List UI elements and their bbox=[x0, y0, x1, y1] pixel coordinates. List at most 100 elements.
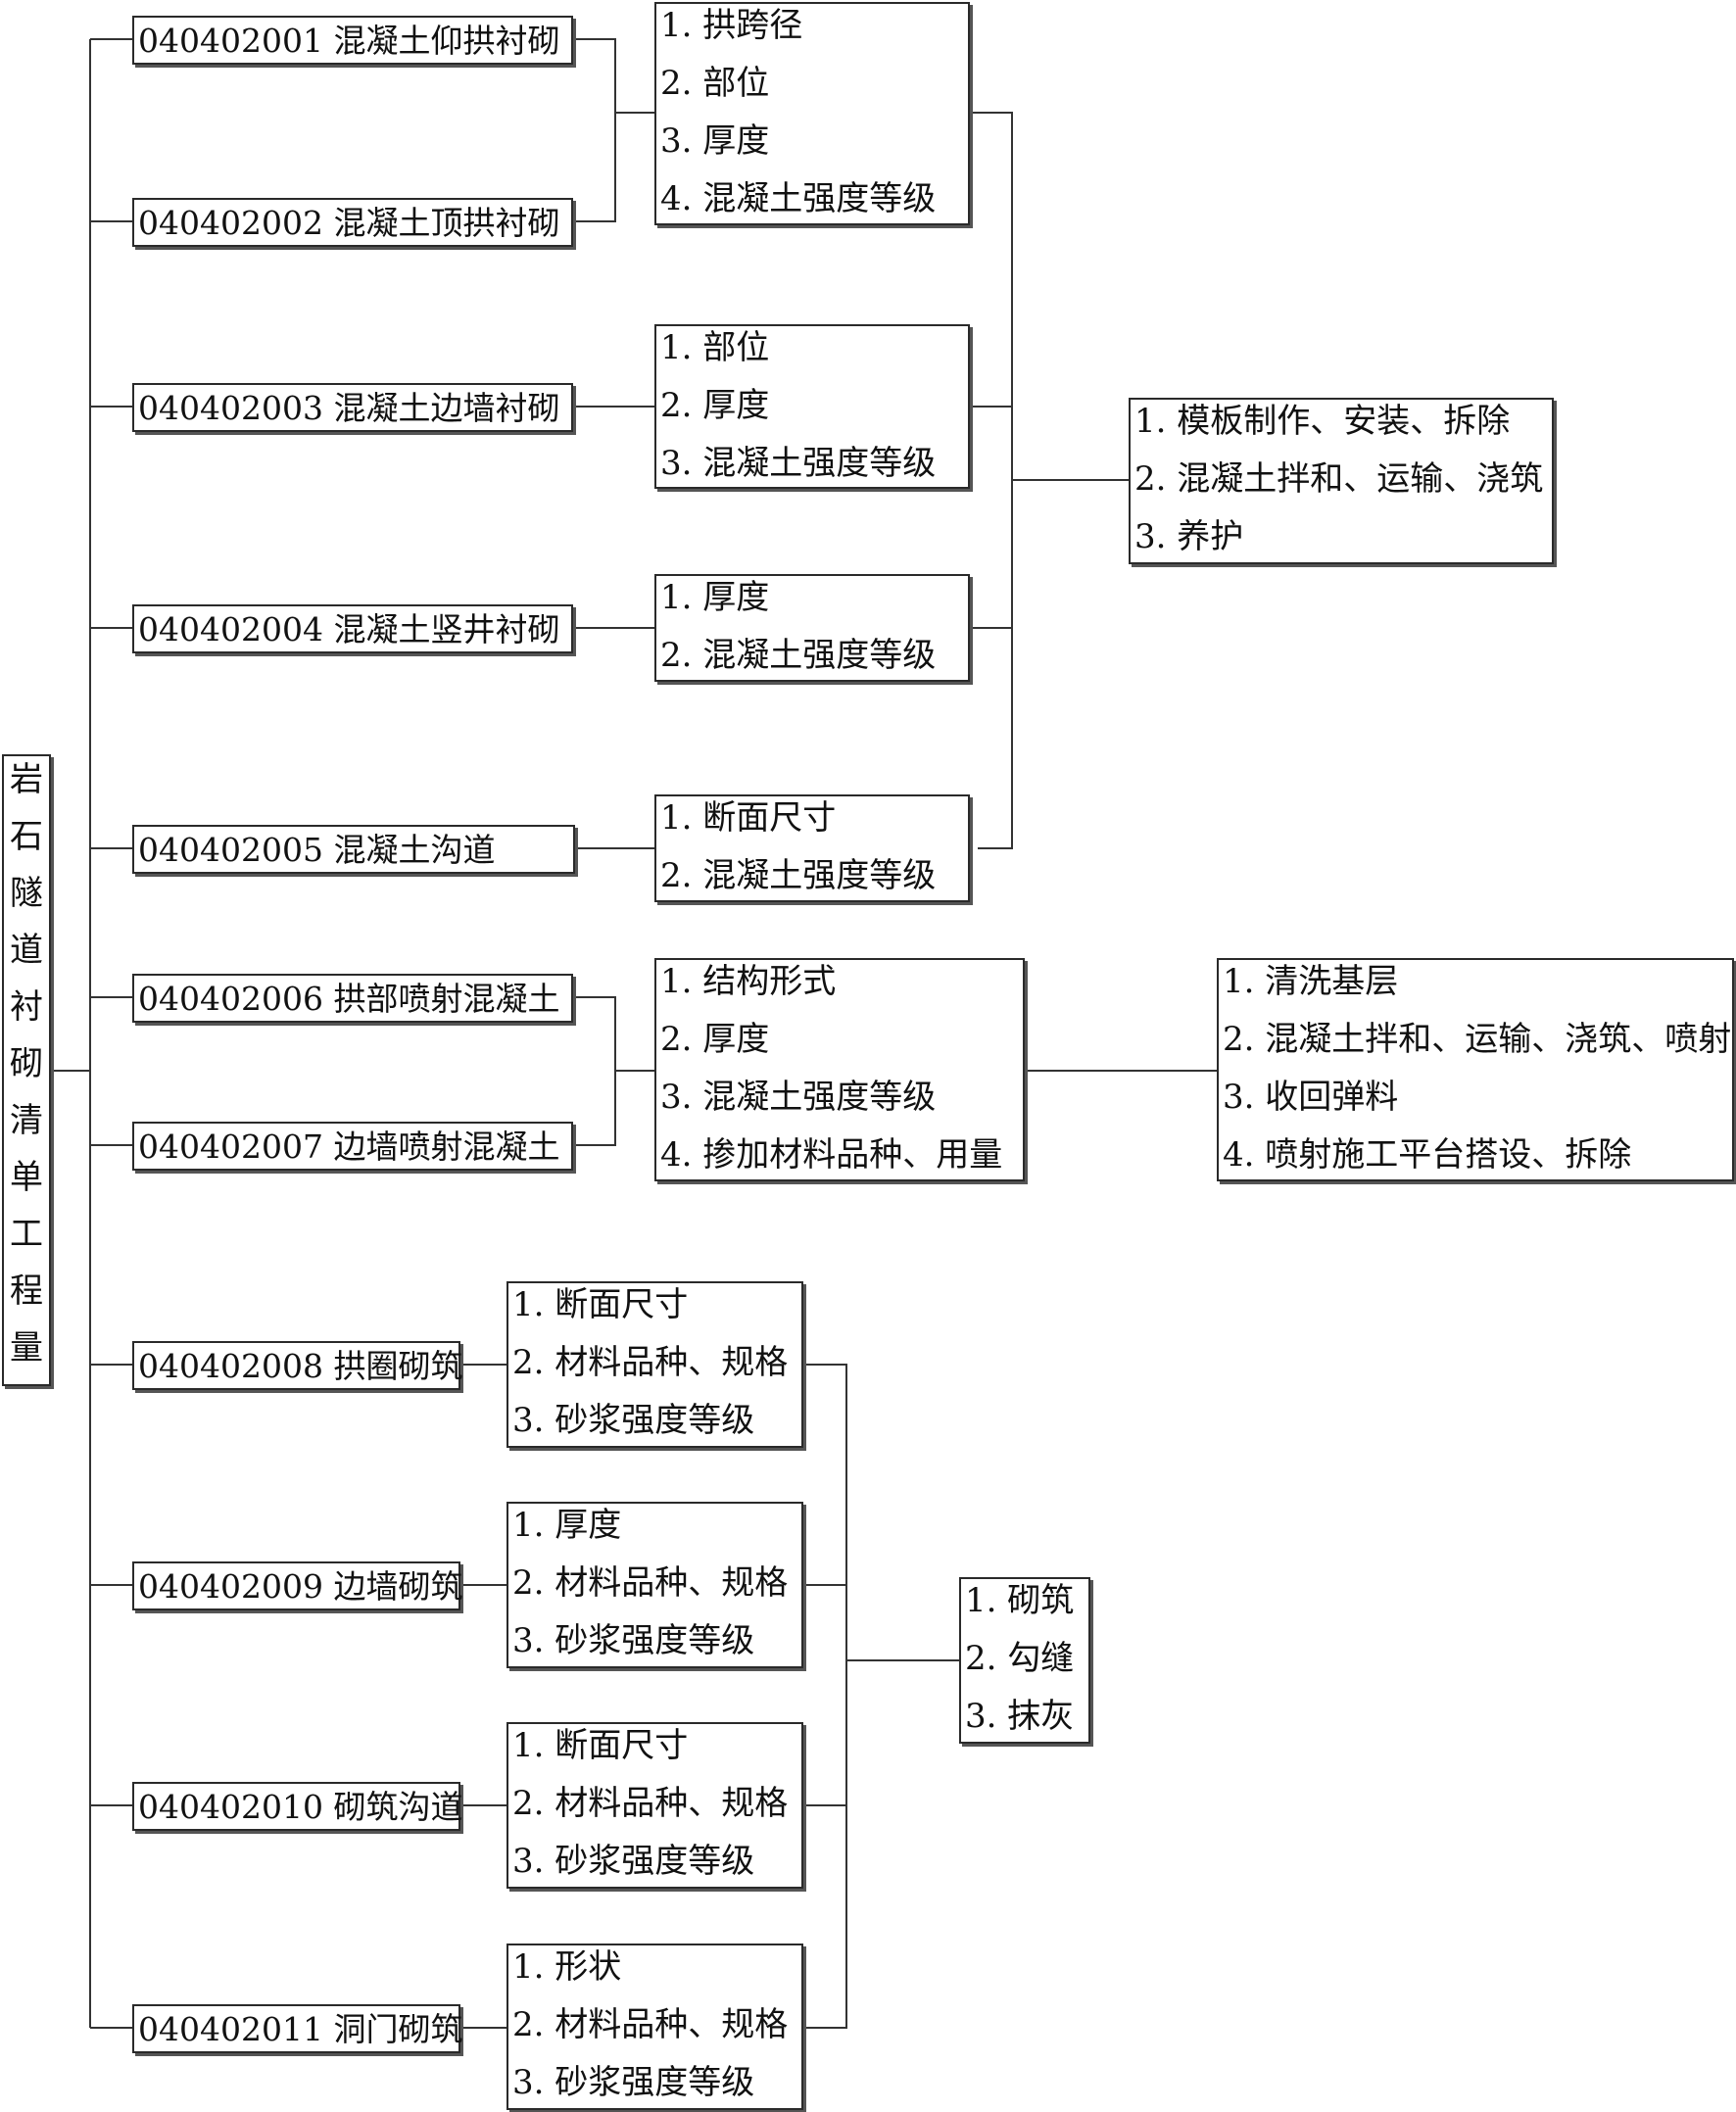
item-name: 边墙喷射混凝土 bbox=[333, 1128, 560, 1166]
item-box-040402001: 040402001 混凝土仰拱衬砌 bbox=[132, 16, 573, 65]
connector-items-6-7 bbox=[573, 996, 1217, 1146]
item-code: 040402011 bbox=[138, 2010, 323, 2048]
item-box-040402003: 040402003 混凝土边墙衬砌 bbox=[132, 383, 573, 432]
feature-line: 2. 材料品种、规格 bbox=[512, 1343, 789, 1382]
feature-line: 1. 拱跨径 bbox=[660, 6, 803, 45]
feature-line: 3. 砂浆强度等级 bbox=[512, 1621, 755, 1660]
feature-line: 3. 混凝土强度等级 bbox=[660, 1078, 937, 1117]
feature-line: 1. 形状 bbox=[512, 1947, 622, 1987]
root-title-char: 隧 bbox=[10, 874, 43, 913]
feature-line: 4. 混凝土强度等级 bbox=[660, 179, 937, 218]
feature-line: 1. 结构形式 bbox=[660, 962, 837, 1001]
item-code: 040402008 bbox=[138, 1347, 323, 1385]
root-title-char: 程 bbox=[10, 1272, 43, 1311]
feature-line: 2. 厚度 bbox=[660, 1020, 770, 1059]
features-box-1: 1. 拱跨径 2. 部位 3. 厚度 4. 混凝土强度等级 bbox=[654, 2, 970, 225]
item-code: 040402004 bbox=[138, 610, 323, 648]
work-line: 2. 勾缝 bbox=[965, 1639, 1075, 1678]
item-box-040402006: 040402006 拱部喷射混凝土 bbox=[132, 974, 573, 1023]
root-title-box: 岩 石 隧 道 衬 砌 清 单 工 程 量 bbox=[2, 754, 51, 1386]
item-code: 040402006 bbox=[138, 980, 323, 1018]
work-line: 3. 收回弹料 bbox=[1223, 1078, 1399, 1117]
work-line: 2. 混凝土拌和、运输、浇筑、喷射 bbox=[1223, 1020, 1732, 1059]
connector-items-3-5 bbox=[573, 406, 654, 849]
item-name: 混凝土沟道 bbox=[333, 831, 496, 869]
item-code: 040402001 bbox=[138, 22, 323, 60]
work-line: 1. 模板制作、安装、拆除 bbox=[1134, 402, 1511, 441]
item-box-040402005: 040402005 混凝土沟道 bbox=[132, 825, 575, 874]
feature-line: 2. 厚度 bbox=[660, 386, 770, 425]
connector-features-to-works-3 bbox=[803, 1364, 959, 2029]
item-name: 砌筑沟道 bbox=[333, 1788, 463, 1826]
features-box-6: 1. 断面尺寸 2. 材料品种、规格 3. 砂浆强度等级 bbox=[506, 1281, 803, 1448]
feature-line: 1. 断面尺寸 bbox=[660, 798, 837, 838]
feature-line: 3. 砂浆强度等级 bbox=[512, 1401, 755, 1440]
features-box-5: 1. 结构形式 2. 厚度 3. 混凝土强度等级 4. 掺加材料品种、用量 bbox=[654, 958, 1025, 1181]
features-box-2: 1. 部位 2. 厚度 3. 混凝土强度等级 bbox=[654, 324, 970, 489]
work-line: 3. 抹灰 bbox=[965, 1697, 1075, 1736]
feature-line: 2. 材料品种、规格 bbox=[512, 1784, 789, 1823]
root-title-char: 砌 bbox=[10, 1044, 43, 1083]
features-box-8: 1. 断面尺寸 2. 材料品种、规格 3. 砂浆强度等级 bbox=[506, 1722, 803, 1889]
feature-line: 1. 部位 bbox=[660, 328, 770, 367]
work-line: 1. 砌筑 bbox=[965, 1581, 1075, 1620]
feature-line: 2. 材料品种、规格 bbox=[512, 1563, 789, 1603]
root-title-char: 衬 bbox=[10, 987, 43, 1027]
item-name: 混凝土顶拱衬砌 bbox=[333, 204, 560, 242]
works-box-3: 1. 砌筑 2. 勾缝 3. 抹灰 bbox=[959, 1577, 1090, 1744]
works-box-1: 1. 模板制作、安装、拆除 2. 混凝土拌和、运输、浇筑 3. 养护 bbox=[1129, 398, 1554, 564]
feature-line: 3. 混凝土强度等级 bbox=[660, 444, 937, 483]
feature-line: 3. 砂浆强度等级 bbox=[512, 1842, 755, 1881]
item-name: 混凝土边墙衬砌 bbox=[333, 389, 560, 427]
works-box-2: 1. 清洗基层 2. 混凝土拌和、运输、浇筑、喷射 3. 收回弹料 4. 喷射施… bbox=[1217, 958, 1734, 1181]
item-code: 040402010 bbox=[138, 1788, 323, 1826]
feature-line: 1. 断面尺寸 bbox=[512, 1726, 689, 1765]
work-line: 4. 喷射施工平台搭设、拆除 bbox=[1223, 1135, 1632, 1175]
item-box-040402004: 040402004 混凝土竖井衬砌 bbox=[132, 604, 573, 653]
feature-line: 2. 部位 bbox=[660, 64, 770, 103]
root-title-char: 量 bbox=[10, 1328, 43, 1368]
root-title-char: 岩 bbox=[10, 760, 43, 799]
feature-line: 2. 混凝土强度等级 bbox=[660, 856, 937, 895]
features-box-3: 1. 厚度 2. 混凝土强度等级 bbox=[654, 574, 970, 682]
item-name: 拱圈砌筑 bbox=[333, 1347, 463, 1385]
root-title-char: 道 bbox=[10, 931, 43, 970]
item-box-040402002: 040402002 混凝土顶拱衬砌 bbox=[132, 198, 573, 247]
feature-line: 3. 砂浆强度等级 bbox=[512, 2063, 755, 2102]
features-box-7: 1. 厚度 2. 材料品种、规格 3. 砂浆强度等级 bbox=[506, 1502, 803, 1668]
item-box-040402010: 040402010 砌筑沟道 bbox=[132, 1782, 463, 1831]
connector-items-8-11 bbox=[460, 1364, 506, 2029]
item-code: 040402002 bbox=[138, 204, 323, 242]
item-name: 混凝土竖井衬砌 bbox=[333, 610, 560, 648]
item-name: 拱部喷射混凝土 bbox=[333, 980, 560, 1018]
work-line: 1. 清洗基层 bbox=[1223, 962, 1399, 1001]
item-box-040402008: 040402008 拱圈砌筑 bbox=[132, 1341, 463, 1390]
item-code: 040402009 bbox=[138, 1567, 323, 1606]
root-title-char: 石 bbox=[10, 817, 43, 856]
feature-line: 4. 掺加材料品种、用量 bbox=[660, 1135, 1003, 1175]
root-title-char: 工 bbox=[10, 1215, 43, 1254]
item-name: 边墙砌筑 bbox=[333, 1567, 463, 1606]
item-code: 040402007 bbox=[138, 1128, 323, 1166]
item-box-040402007: 040402007 边墙喷射混凝土 bbox=[132, 1122, 573, 1171]
feature-line: 1. 厚度 bbox=[660, 578, 770, 617]
feature-line: 2. 材料品种、规格 bbox=[512, 2005, 789, 2044]
item-code: 040402003 bbox=[138, 389, 323, 427]
features-box-9: 1. 形状 2. 材料品种、规格 3. 砂浆强度等级 bbox=[506, 1944, 803, 2110]
work-line: 2. 混凝土拌和、运输、浇筑 bbox=[1134, 459, 1544, 499]
feature-line: 2. 混凝土强度等级 bbox=[660, 636, 937, 675]
item-box-040402011: 040402011 洞门砌筑 bbox=[132, 2004, 463, 2053]
item-name: 洞门砌筑 bbox=[333, 2010, 463, 2048]
item-box-040402009: 040402009 边墙砌筑 bbox=[132, 1561, 463, 1610]
connector-item-branches bbox=[90, 38, 132, 2029]
work-line: 3. 养护 bbox=[1134, 517, 1244, 556]
feature-line: 3. 厚度 bbox=[660, 121, 770, 161]
root-title-char: 单 bbox=[10, 1158, 43, 1197]
root-title-char: 清 bbox=[10, 1101, 43, 1140]
item-name: 混凝土仰拱衬砌 bbox=[333, 22, 560, 60]
feature-line: 1. 厚度 bbox=[512, 1506, 622, 1545]
features-box-4: 1. 断面尺寸 2. 混凝土强度等级 bbox=[654, 794, 970, 902]
connector-items-1-2 bbox=[573, 38, 654, 222]
feature-line: 1. 断面尺寸 bbox=[512, 1285, 689, 1324]
